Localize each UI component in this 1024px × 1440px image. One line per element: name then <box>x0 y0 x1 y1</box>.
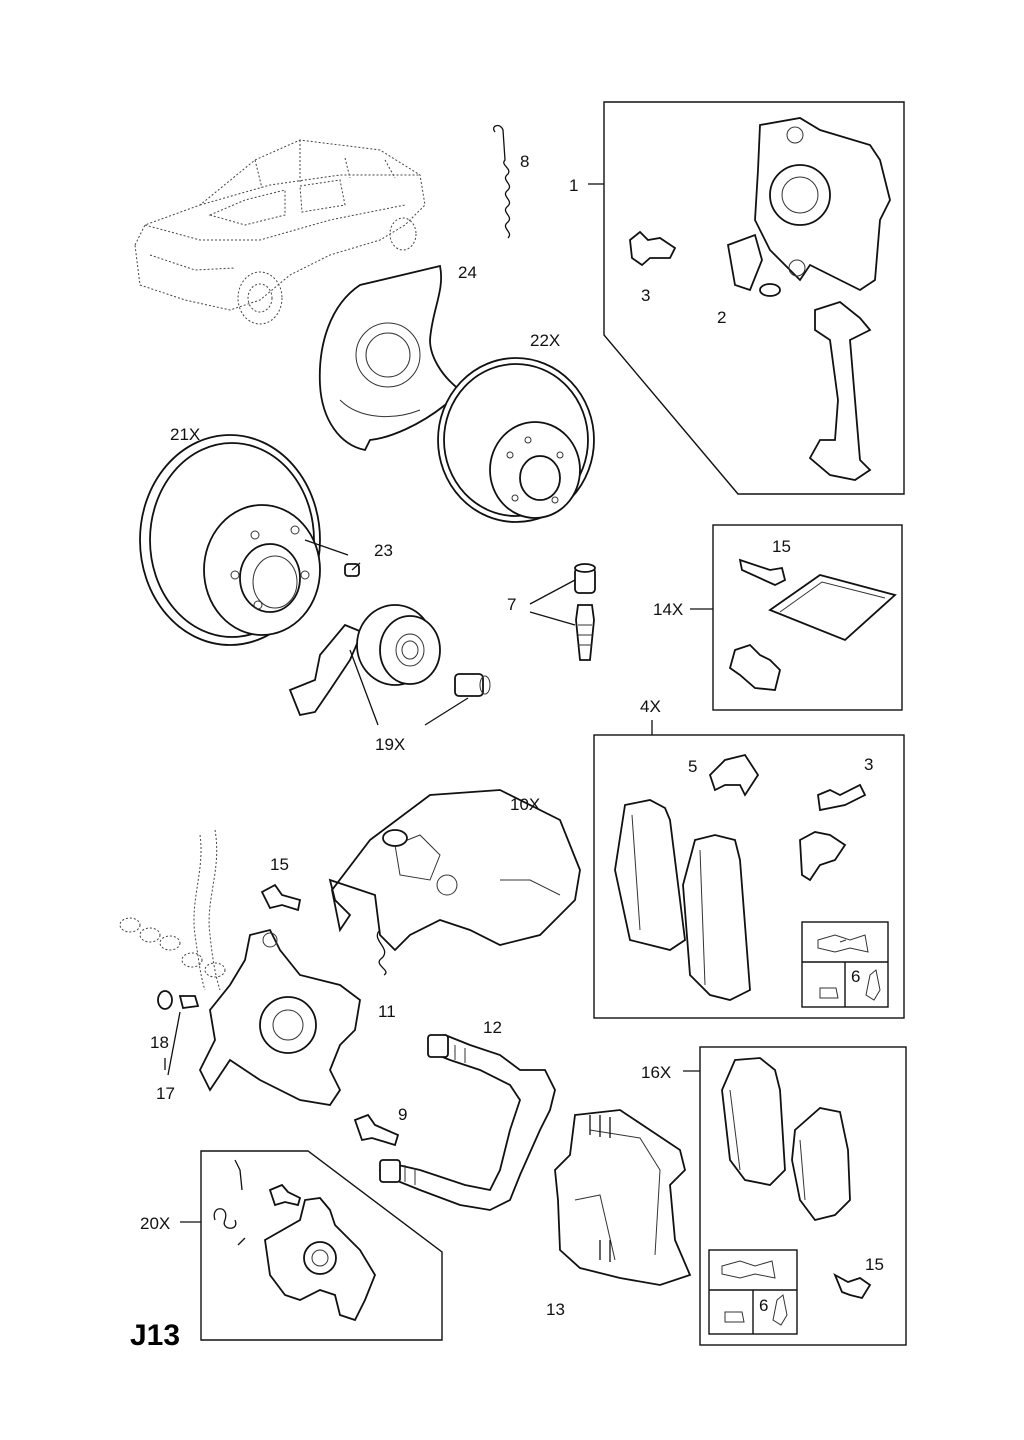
callout-23: 23 <box>374 541 393 560</box>
leader-lines <box>164 183 713 1223</box>
sheet-code: J13 <box>130 1319 180 1352</box>
callout-21x: 21X <box>170 425 200 444</box>
box-part-1 <box>603 101 905 495</box>
callout-10x: 10X <box>510 795 540 814</box>
callout-labels: 1 3 2 8 24 22X 21X 23 15 7 14X 4X 19X 5 … <box>130 152 884 1352</box>
callout-3: 3 <box>641 286 650 305</box>
box-part-16x <box>699 1046 907 1346</box>
dust-shield-part-24 <box>318 264 462 452</box>
callout-8: 8 <box>520 152 529 171</box>
caliper-part-13 <box>554 1109 692 1286</box>
box-part-20x <box>200 1150 443 1341</box>
callout-15c: 15 <box>865 1255 884 1274</box>
callout-11: 11 <box>378 1002 396 1021</box>
callout-3b: 3 <box>864 755 873 774</box>
callout-9: 9 <box>398 1105 407 1124</box>
callout-20x: 20X <box>140 1214 170 1233</box>
callout-6a: 6 <box>851 967 860 986</box>
caliper-part-10x <box>328 789 581 976</box>
brake-disc-part-22x <box>437 357 595 523</box>
callout-2: 2 <box>717 308 726 327</box>
wheel-bearing-part-19x <box>288 604 491 717</box>
callout-24: 24 <box>458 263 477 282</box>
carrier-bracket-part-12 <box>378 1034 556 1211</box>
callout-14x: 14X <box>653 600 683 619</box>
bolt-part-9 <box>353 1113 400 1147</box>
brake-hose <box>119 829 226 991</box>
box-part-4x <box>593 734 905 1019</box>
callout-18: 18 <box>150 1033 169 1052</box>
callout-22x: 22X <box>530 331 560 350</box>
callout-19x: 19X <box>375 735 405 754</box>
caliper-bracket-part-11 <box>198 928 361 1106</box>
guide-pin-part-7 <box>574 563 596 661</box>
callout-16x: 16X <box>641 1063 671 1082</box>
box-part-14x <box>712 524 903 711</box>
car-illustration <box>134 139 426 325</box>
callout-7: 7 <box>507 595 516 614</box>
callout-12: 12 <box>483 1018 502 1037</box>
callout-15a: 15 <box>772 537 791 556</box>
bolt-part-15b <box>260 883 302 912</box>
brake-disc-part-21x <box>139 434 321 646</box>
callout-6b: 6 <box>759 1296 768 1315</box>
callout-17: 17 <box>156 1084 175 1103</box>
callout-1: 1 <box>569 176 578 195</box>
screw-part-23 <box>344 562 361 577</box>
bleed-screw-part-18 <box>157 990 200 1010</box>
callout-5: 5 <box>688 757 697 776</box>
callout-13: 13 <box>546 1300 565 1319</box>
callout-15b: 15 <box>270 855 289 874</box>
callout-4x: 4X <box>640 697 661 716</box>
spring-part-8 <box>493 124 511 239</box>
